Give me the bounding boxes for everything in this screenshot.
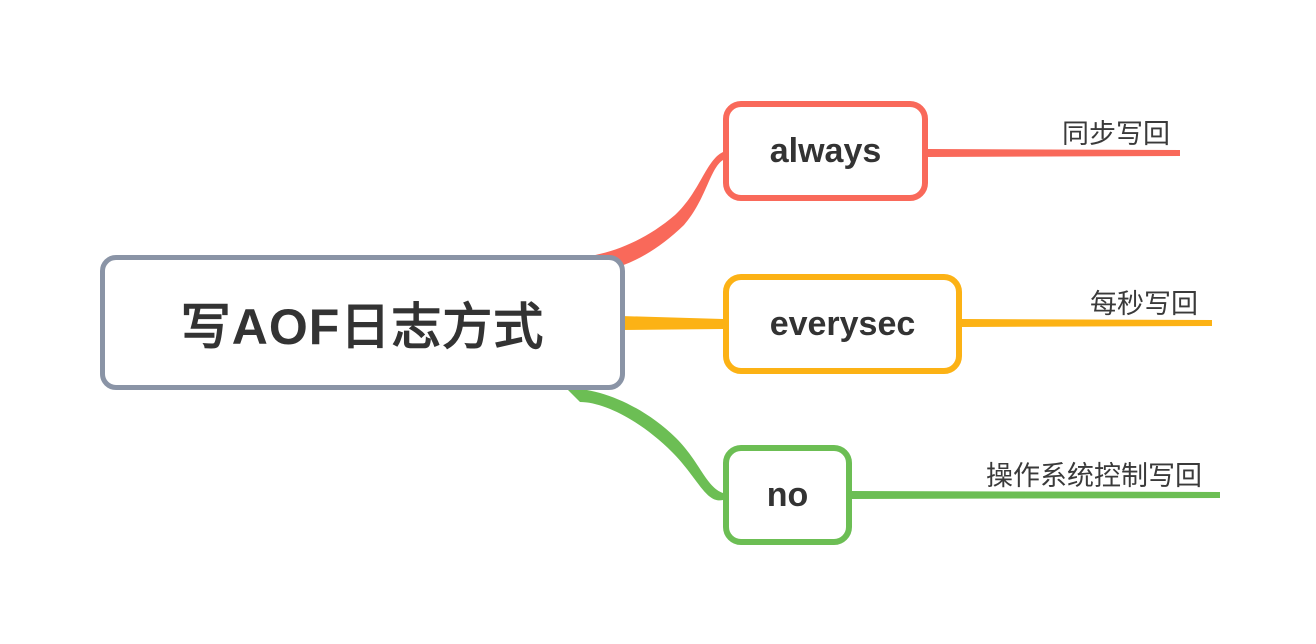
root-node[interactable]: 写AOF日志方式 — [100, 255, 625, 390]
leaf-no-label: 操作系统控制写回 — [986, 461, 1202, 492]
leaf-everysec[interactable]: 每秒写回 — [870, 270, 1198, 320]
branch-node-always-label: always — [769, 131, 882, 170]
connector-everysec — [621, 316, 723, 330]
branch-node-everysec[interactable]: everysec — [723, 274, 962, 374]
connector-always — [566, 152, 723, 272]
root-node-label: 写AOF日志方式 — [180, 298, 545, 355]
tail-no — [852, 491, 1220, 499]
tail-always — [928, 149, 1180, 157]
branch-node-no[interactable]: no — [723, 445, 852, 545]
leaf-no[interactable]: 操作系统控制写回 — [900, 442, 1202, 492]
connector-no — [566, 388, 723, 501]
tail-everysec — [962, 319, 1212, 327]
leaf-everysec-label: 每秒写回 — [1090, 289, 1198, 320]
branch-node-always[interactable]: always — [723, 101, 928, 201]
leaf-always-label: 同步写回 — [1062, 119, 1170, 150]
leaf-always[interactable]: 同步写回 — [840, 100, 1170, 150]
branch-node-no-label: no — [766, 475, 809, 514]
branch-node-everysec-label: everysec — [769, 304, 916, 343]
